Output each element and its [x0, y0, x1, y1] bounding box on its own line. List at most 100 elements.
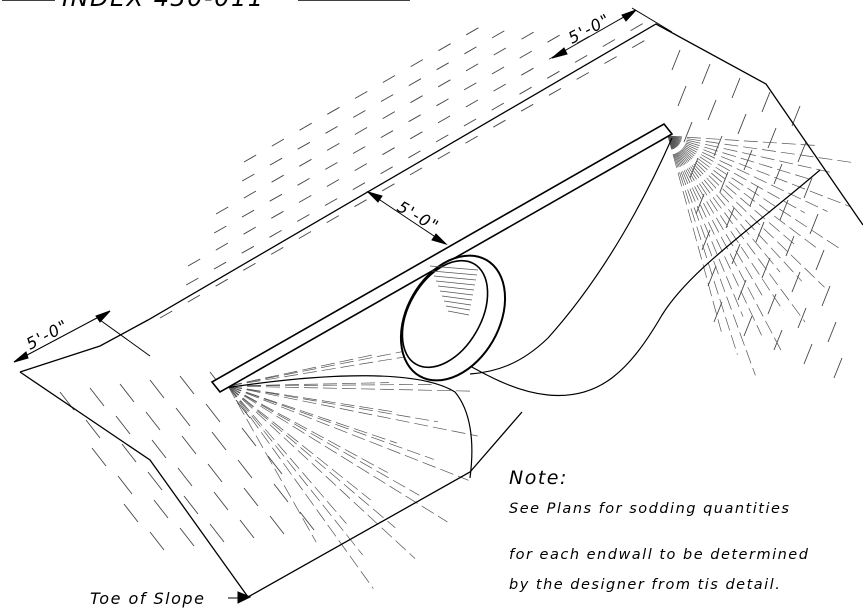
sod-hatch-stroke [491, 30, 505, 39]
sod-hatch-stroke [325, 126, 338, 134]
sod-hatch-stroke [463, 82, 477, 91]
sod-outline-bottom [247, 411, 523, 598]
sod-hatch-stroke [519, 86, 532, 95]
fan-line [227, 385, 469, 481]
pipe-interior-lines [429, 265, 479, 316]
left-wing-curve [224, 375, 473, 479]
sod-hatch-stroke [767, 293, 777, 315]
sod-hatch-stroke [701, 63, 711, 85]
sod-hatch-stroke [326, 143, 340, 151]
fan-line [667, 135, 828, 212]
toe-of-slope-label: Toe of Slope [90, 589, 205, 608]
sod-hatch-stroke [521, 67, 534, 76]
sod-hatch-stroke [237, 459, 253, 479]
sod-hatch-stroke [743, 149, 753, 171]
sod-hatch-stroke [519, 50, 533, 59]
fan-line [227, 385, 448, 523]
right-wing-line [469, 137, 673, 375]
sod-hatch-stroke [409, 131, 423, 140]
sod-hatch-stroke [327, 106, 340, 115]
sod-hatch-stroke [382, 147, 395, 156]
sod-hatch-stroke [213, 491, 229, 511]
pipe-interior-line [439, 290, 474, 296]
sod-hatch-stroke [725, 207, 735, 229]
sod-hatch-stroke [409, 167, 423, 176]
dimension-middle-label: 5'-0" [394, 197, 443, 236]
sod-hatch-stroke [85, 419, 101, 439]
sod-hatch-stroke [827, 321, 837, 343]
note-block: Note: See Plans for sodding quantities f… [509, 467, 808, 593]
fan-line [227, 384, 432, 387]
sod-hatch-stroke [271, 210, 284, 219]
right-wing-curve [469, 169, 821, 397]
fan-line [227, 385, 347, 524]
fan-line [227, 385, 398, 413]
fan-line [227, 385, 434, 460]
sod-hatch-stroke [243, 262, 256, 271]
sod-hatch-stroke [380, 130, 394, 138]
dim-middle-line [367, 191, 447, 245]
dimension-right-label: 5'-0" [565, 9, 614, 47]
dim-middle-arrow-a [366, 190, 383, 203]
sod-hatch-stroke [493, 83, 506, 92]
sod-hatch-stroke [604, 56, 617, 64]
sod-hatch-stroke [719, 171, 729, 193]
pipe-interior-line [447, 310, 470, 316]
sod-hatch-stroke [803, 343, 813, 365]
sod-hatch-stroke [821, 285, 831, 307]
sod-hatch-stroke [119, 383, 135, 403]
sod-hatch-stroke [438, 43, 451, 52]
sod-hatch-stroke [326, 179, 340, 187]
dim-right-extension [631, 7, 673, 33]
fan-line [227, 385, 475, 392]
sod-hatch-stroke [779, 199, 789, 221]
fan-line [227, 385, 420, 496]
sod-hatch-stroke [436, 62, 449, 71]
sod-hatch-stroke [437, 115, 451, 124]
sod-outline [19, 23, 863, 598]
sod-hatch-stroke [731, 243, 741, 265]
sod-hatch-stroke [743, 315, 753, 337]
sod-hatch-stroke [299, 511, 315, 531]
pipe-interior-line [443, 300, 472, 306]
sod-hatch-stroke [145, 411, 161, 431]
sod-hatch-stroke [797, 307, 807, 329]
sod-hatch-stroke [273, 483, 289, 503]
sod-hatch-stroke [354, 91, 368, 99]
sod-hatch-stroke [177, 467, 193, 487]
dim-middle-arrow-b [431, 233, 448, 246]
sod-hatch-stroke [410, 95, 423, 104]
pipe-inner-ring [401, 259, 489, 369]
fan-line [667, 135, 840, 249]
sod-hatch-stroke [243, 226, 256, 235]
sod-hatch-stroke [548, 88, 562, 96]
sod-hatch-stroke [463, 118, 477, 127]
fan-line [667, 135, 806, 323]
fan-line [667, 135, 805, 214]
sod-hatch-stroke [149, 531, 165, 551]
sod-hatch-stroke [187, 258, 201, 267]
sod-hatch-stroke [271, 138, 285, 147]
sod-hatch-stroke [695, 193, 705, 215]
sod-hatch-stroke [833, 357, 843, 379]
toe-leader-arrow [237, 591, 252, 604]
sod-hatch-stroke [408, 150, 421, 159]
note-heading: Note: [509, 467, 568, 489]
dim-right-arrow-b [621, 9, 637, 22]
fan-line [667, 135, 722, 332]
sod-hatch-stroke [115, 415, 131, 435]
pipe-interior-line [435, 280, 476, 286]
fan-line [227, 385, 388, 473]
sod-hatch-stroke [241, 209, 255, 218]
sod-hatch-stroke [761, 91, 771, 113]
fan-line [667, 135, 783, 352]
sod-hatch-stroke [121, 443, 137, 463]
sod-hatch-stroke [211, 431, 227, 451]
fan-line [227, 385, 396, 528]
index-title: INDEX 430-011 [62, 0, 265, 12]
sod-hatch-stroke [175, 407, 191, 427]
fan-line [667, 135, 802, 282]
sod-hatch-stroke [239, 519, 255, 539]
sod-hatch-stroke [493, 119, 506, 128]
